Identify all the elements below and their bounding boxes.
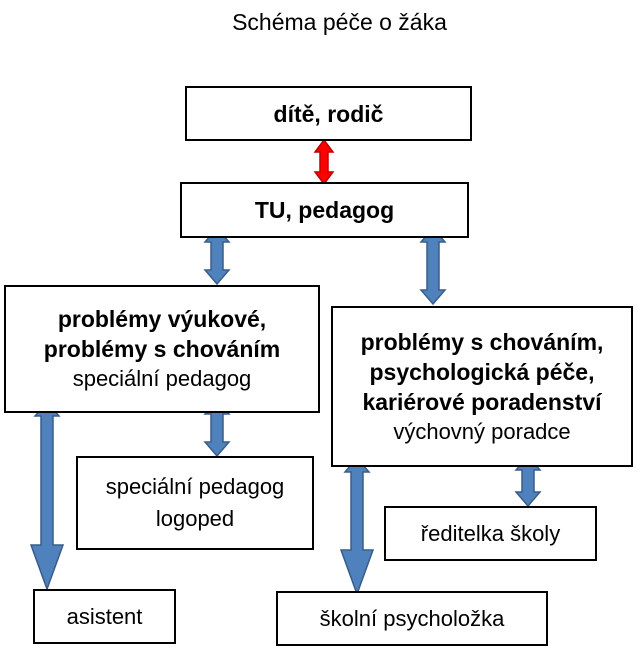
node-learning-problems-line1: problémy výukové, [57,306,267,332]
node-behavior-problems-line1: problémy s chováním, [360,328,604,355]
node-school-psychologist: školní psycholožka [276,591,548,646]
node-behavior-problems-line3: kariérové poradenství [362,388,602,415]
node-behavior-problems: problémy s chováním, psychologická péče,… [331,306,633,467]
node-speech-therapist-line1: speciální pedagog [105,474,285,499]
node-assistant-label: asistent [66,603,143,629]
arrow-right-psycholozka [339,456,375,597]
node-child-parent: dítě, rodič [185,86,472,141]
diagram-title: Schéma péče o žáka [232,9,447,35]
node-speech-therapist: speciální pedagog logoped [76,456,314,550]
arrow-tu-left [203,226,231,286]
arrow-left-asistent [29,400,65,592]
node-class-teacher: TU, pedagog [180,182,469,238]
node-learning-problems-role: speciální pedagog [72,366,252,391]
node-behavior-problems-role: výchovný poradce [393,418,571,444]
arrow-root-tu [313,138,335,186]
arrow-tu-right [419,226,447,306]
node-headmistress-label: ředitelka školy [420,520,561,546]
node-assistant: asistent [33,589,176,644]
node-learning-problems-line2: problémy s chováním [43,336,281,362]
node-behavior-problems-line2: psychologická péče, [369,358,595,385]
node-child-parent-label: dítě, rodič [273,100,384,127]
node-class-teacher-label: TU, pedagog [254,197,395,223]
node-learning-problems: problémy výukové, problémy s chováním sp… [4,285,320,413]
node-school-psychologist-label: školní psycholožka [319,605,505,631]
node-speech-therapist-line2: logoped [155,506,235,531]
node-headmistress: ředitelka školy [384,506,597,561]
